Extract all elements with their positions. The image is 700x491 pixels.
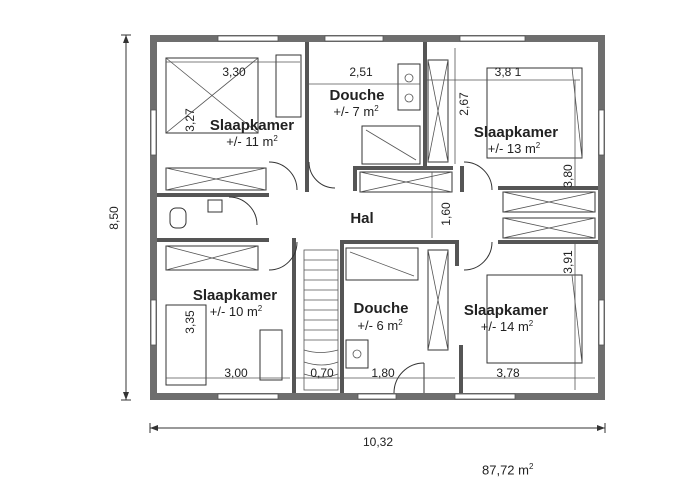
room-name-shower-n: Douche <box>329 87 384 104</box>
room-name-bed-ne: Slaapkamer <box>474 124 558 141</box>
dim-sw-height: 3,35 <box>183 310 197 334</box>
dim-ne-width: 3,8 1 <box>495 65 522 79</box>
dim-shower-n-height: 2,67 <box>457 92 471 116</box>
doors <box>228 161 493 394</box>
dim-se-height: 3,91 <box>561 250 575 274</box>
dim-overall-height: 8,50 <box>107 206 121 230</box>
room-name-bed-nw: Slaapkamer <box>210 117 294 134</box>
dim-stair-width: 0,70 <box>310 366 334 380</box>
fixtures <box>165 54 596 391</box>
dim-shower-n-width: 2,51 <box>349 65 373 79</box>
room-name-bed-se: Slaapkamer <box>464 302 548 319</box>
windows <box>150 35 605 400</box>
dim-ne-height: 3,80 <box>561 164 575 188</box>
room-area-bed-ne: +/- 13 m2 <box>488 141 541 156</box>
total-area-value: 87,72 m <box>482 462 529 478</box>
room-name-shower-s: Douche <box>353 300 408 317</box>
interior-walls <box>157 42 598 393</box>
dim-overall-width: 10,32 <box>363 435 393 449</box>
total-area: 87,72 m2 <box>482 462 533 477</box>
room-name-bed-sw: Slaapkamer <box>193 287 277 304</box>
dim-nw-height: 3,27 <box>183 108 197 132</box>
room-area-bed-se: +/- 14 m2 <box>481 319 534 334</box>
outer-dimension-lines <box>121 34 606 433</box>
room-area-shower-n: +/- 7 m2 <box>333 104 379 119</box>
dim-shower-s-width: 1,80 <box>371 366 395 380</box>
dim-nw-width: 3,30 <box>222 65 246 79</box>
room-area-bed-sw: +/- 10 m2 <box>210 304 263 319</box>
room-area-bed-nw: +/- 11 m2 <box>226 134 278 149</box>
room-name-hall: Hal <box>350 210 373 227</box>
dim-hall-height: 1,60 <box>439 202 453 226</box>
inner-dimension-lines <box>166 48 595 390</box>
staircase <box>303 249 339 391</box>
room-area-shower-s: +/- 6 m2 <box>357 318 403 333</box>
total-area-unit-exp: 2 <box>528 462 534 471</box>
dim-sw-width: 3,00 <box>224 366 248 380</box>
dim-se-width: 3,78 <box>496 366 520 380</box>
